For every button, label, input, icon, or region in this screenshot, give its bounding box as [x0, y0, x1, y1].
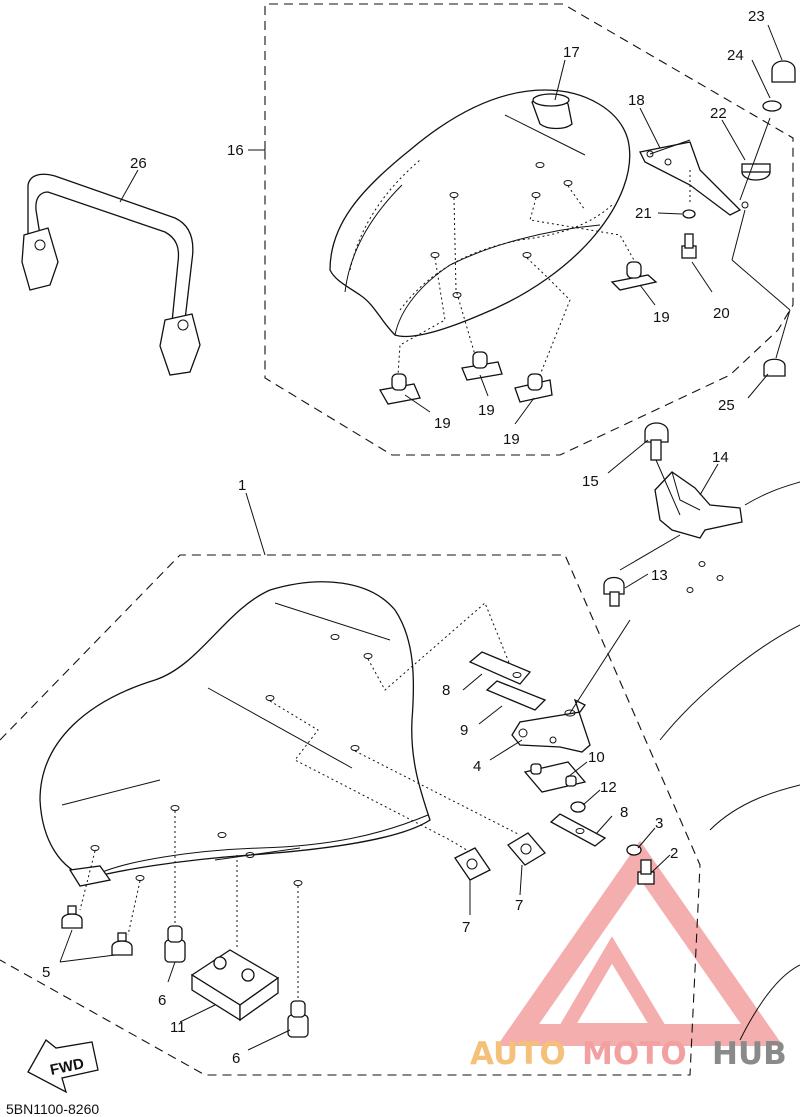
callout-numbers: 1 2 3 4 5 6 6 7 7 8 8 9 10 11 12 13 14 1… [42, 8, 765, 1067]
callout-6: 6 [158, 992, 166, 1009]
watermark-logo [496, 840, 784, 1046]
callout-26: 26 [130, 155, 147, 172]
bolt-15 [644, 422, 681, 516]
frame-area [603, 422, 800, 1041]
callout-11: 11 [170, 1019, 186, 1036]
rear-seat [329, 89, 631, 338]
nut-7 [507, 832, 546, 866]
main-seat [39, 581, 431, 879]
callout-10: 10 [588, 749, 605, 766]
svg-text:AUTO: AUTO [470, 1036, 566, 1072]
callout-7: 7 [515, 897, 523, 914]
grab-bar-26 [21, 173, 201, 376]
callout-1: 1 [238, 477, 246, 494]
callout-19: 19 [503, 431, 520, 448]
collar-12 [570, 801, 586, 813]
callout-19: 19 [434, 415, 451, 432]
callout-13: 13 [651, 567, 668, 584]
callout-19: 19 [478, 402, 495, 419]
callout-6: 6 [232, 1050, 240, 1067]
callout-22: 22 [710, 105, 727, 122]
watermark-text: AUTO MOTO HUB [470, 1036, 787, 1072]
plate-8 [468, 651, 532, 685]
screw-5 [61, 905, 83, 929]
callout-12: 12 [600, 779, 617, 796]
callout-8: 8 [620, 804, 628, 821]
callout-18: 18 [628, 92, 645, 109]
svg-text:HUB: HUB [712, 1036, 787, 1072]
callout-21: 21 [635, 205, 652, 222]
fwd-label: FWD [49, 1055, 86, 1079]
plate-8 [549, 813, 607, 847]
damper-19 [610, 261, 658, 291]
nut-7 [454, 847, 491, 881]
block-11 [190, 949, 280, 1022]
callout-20: 20 [713, 305, 730, 322]
washer-21 [682, 209, 696, 219]
callout-14: 14 [712, 449, 729, 466]
main-seat-group: FWD [0, 492, 701, 1094]
washer-3 [626, 844, 642, 856]
cap-nut-23 [771, 60, 796, 83]
bolt-20 [681, 233, 697, 259]
washer-24 [762, 100, 782, 112]
screw-5 [111, 932, 133, 956]
nut-25 [763, 358, 786, 377]
callout-17: 17 [563, 44, 580, 61]
callout-24: 24 [727, 47, 744, 64]
damper-19 [461, 351, 503, 381]
leader-lines [59, 24, 783, 1051]
callout-16: 16 [227, 142, 244, 159]
bracket-18 [639, 141, 742, 216]
damper-6 [287, 1000, 309, 1038]
bolt-13 [603, 576, 625, 607]
damper-6 [164, 925, 186, 963]
rear-seat-group [248, 3, 796, 456]
callout-2: 2 [670, 845, 678, 862]
callout-15: 15 [582, 473, 599, 490]
callout-9: 9 [460, 722, 468, 739]
damper-19 [378, 373, 421, 405]
svg-text:MOTO: MOTO [582, 1036, 687, 1072]
fwd-arrow-icon [27, 1039, 99, 1094]
callout-5: 5 [42, 964, 50, 981]
callout-7: 7 [462, 919, 470, 936]
bracket-14 [654, 471, 743, 539]
damper-19 [514, 373, 553, 403]
callout-23: 23 [748, 8, 765, 25]
callout-3: 3 [655, 815, 663, 832]
diagram-code: 5BN1100-8260 [6, 1101, 99, 1117]
plate-9 [485, 680, 547, 711]
bracket-4 [511, 698, 591, 753]
callout-19: 19 [653, 309, 670, 326]
callout-4: 4 [473, 758, 481, 775]
callout-25: 25 [718, 397, 735, 414]
callout-8: 8 [442, 682, 450, 699]
